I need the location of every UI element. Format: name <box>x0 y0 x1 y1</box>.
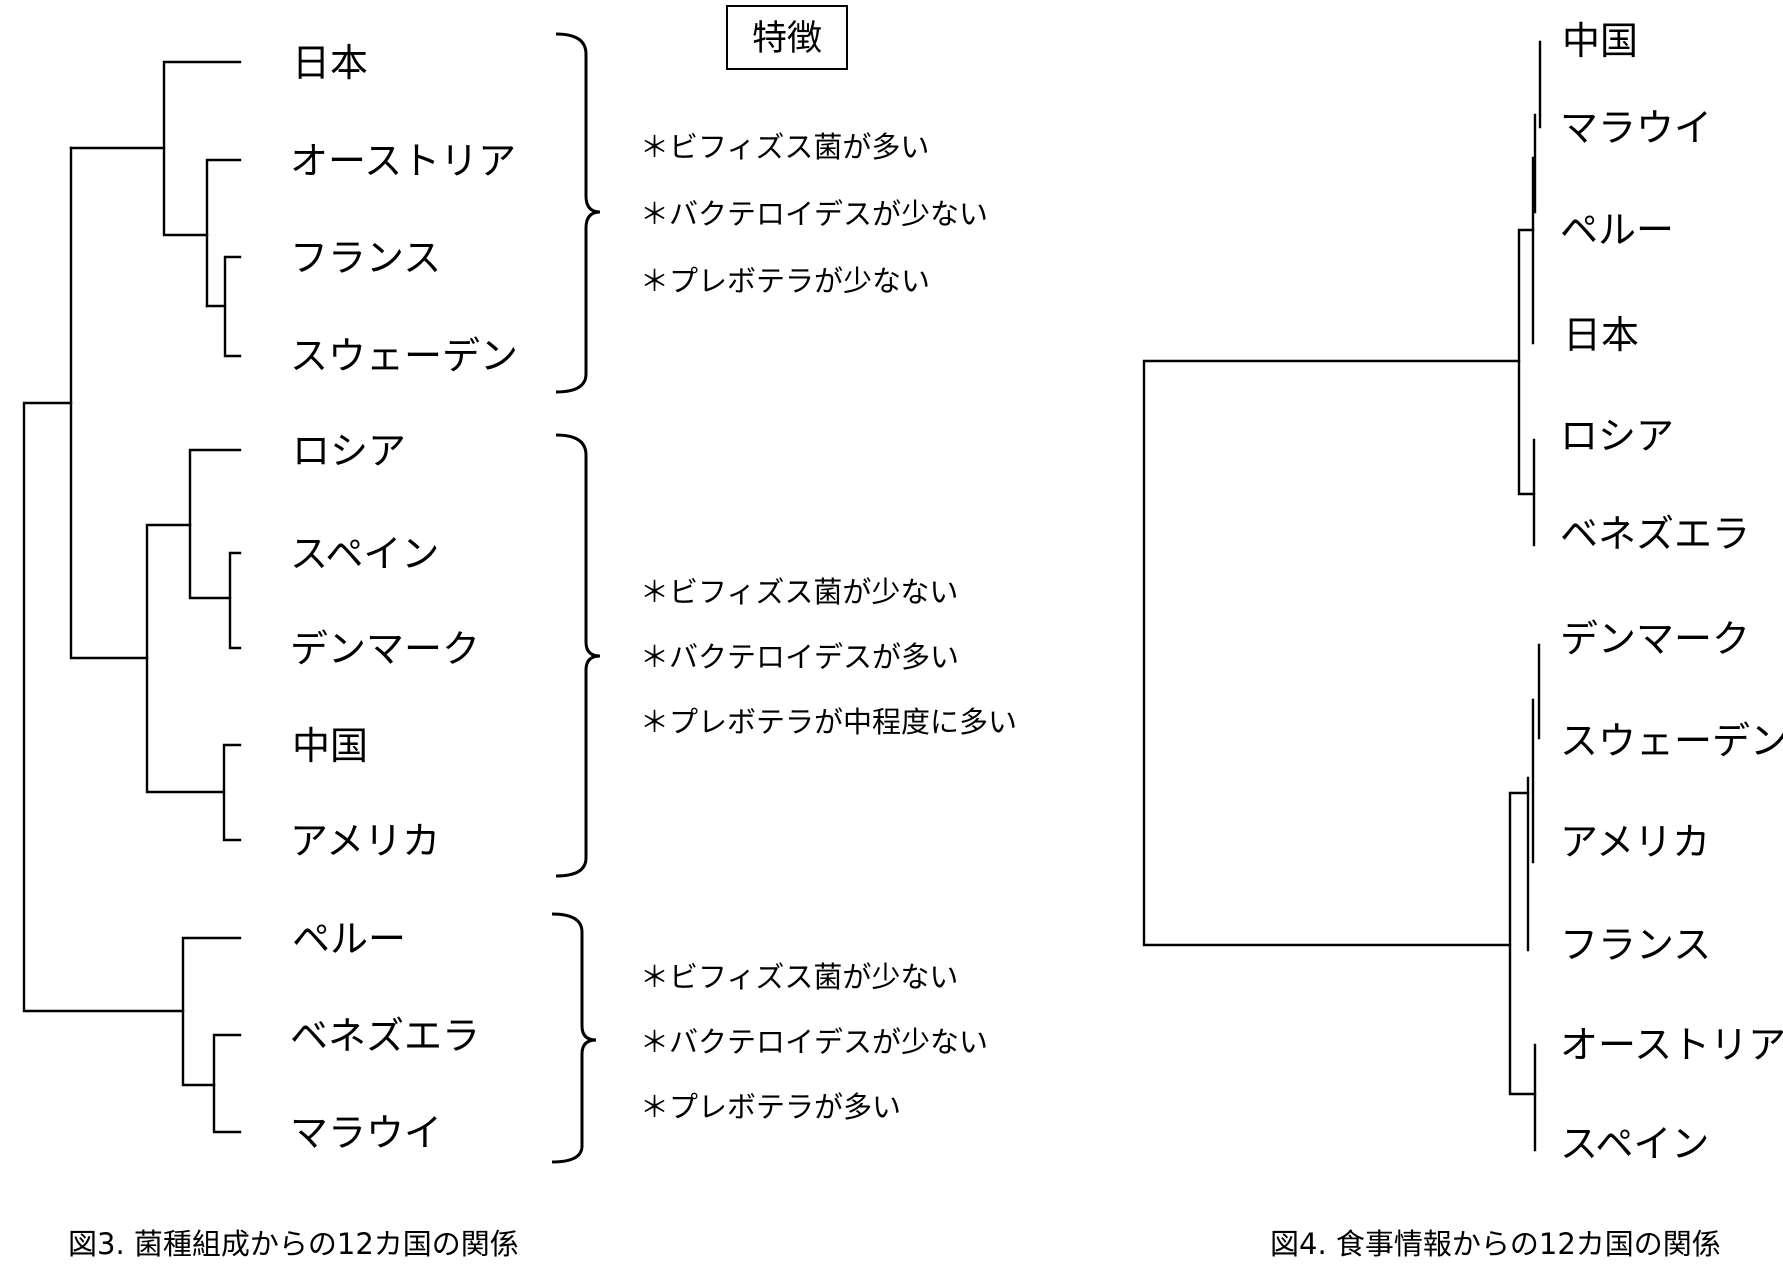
fig4-branch <box>1142 359 1521 947</box>
fig3-features: ＊ビフィズス菌が多い ＊バクテロイデスが少ない ＊プレボテラが少ない ＊ビフィズ… <box>640 130 1017 1124</box>
features-header-label: 特徴 <box>752 19 822 59</box>
features-header: 特徴 <box>726 5 848 70</box>
feature-text: ＊プレボテラが少ない <box>640 264 930 298</box>
fig4-branch <box>1508 791 1537 1096</box>
fig4-leaf: ロシア <box>1560 414 1674 458</box>
fig3-leaf: アメリカ <box>290 819 440 863</box>
fig3-branch <box>162 60 242 237</box>
fig4-leaf: ペルー <box>1560 208 1674 252</box>
fig3-leaf: デンマーク <box>290 627 480 671</box>
fig3-branch <box>22 401 185 1013</box>
fig4-leaf: アメリカ <box>1560 820 1710 864</box>
group-brace <box>555 32 601 394</box>
fig4-branch <box>1517 228 1536 496</box>
fig3-leaf-labels: 日本 オーストリア フランス スウェーデン ロシア スペイン デンマーク 中国 … <box>290 41 518 1155</box>
fig3-branch <box>222 743 242 842</box>
fig3-branch <box>145 523 226 794</box>
fig4-branch <box>1526 643 1541 952</box>
fig3-leaf: フランス <box>290 236 441 280</box>
group-brace <box>555 433 601 878</box>
fig3-leaf: オーストリア <box>290 139 516 183</box>
fig4-branches <box>1142 40 1542 1152</box>
feature-text: ＊プレボテラが多い <box>640 1090 901 1124</box>
group-brace <box>551 912 597 1164</box>
fig4-leaf: スウェーデン <box>1560 719 1783 763</box>
feature-text: ＊ビフィズス菌が少ない <box>640 575 958 609</box>
fig4-leaf: オーストリア <box>1560 1023 1783 1067</box>
fig4-leaf: フランス <box>1560 923 1711 967</box>
feature-text: ＊ビフィズス菌が少ない <box>640 960 958 994</box>
feature-text: ＊バクテロイデスが少ない <box>640 197 988 231</box>
fig4-leaf: スペイン <box>1560 1122 1709 1166</box>
fig4-leaf: 日本 <box>1563 313 1639 357</box>
fig3-branch <box>181 936 242 1087</box>
fig3-branch <box>212 1033 242 1134</box>
fig4-leaf: デンマーク <box>1560 617 1750 661</box>
fig3-leaf: スペイン <box>290 532 439 576</box>
fig3-caption: 図3. 菌種組成からの12カ国の関係 <box>68 1227 519 1261</box>
fig3-leaf: ベネズエラ <box>290 1014 480 1058</box>
fig3-branch <box>228 551 242 650</box>
fig4-caption: 図4. 食事情報からの12カ国の関係 <box>1270 1227 1721 1261</box>
fig3-braces <box>551 32 601 1164</box>
fig3-leaf: ペルー <box>292 917 406 961</box>
fig3-branch <box>69 146 149 660</box>
dendrogram-fig3: 日本 オーストリア フランス スウェーデン ロシア スペイン デンマーク 中国 … <box>22 5 1017 1261</box>
fig4-leaf-labels: 中国 マラウイ ペルー 日本 ロシア ベネズエラ デンマーク スウェーデン アメ… <box>1560 19 1783 1166</box>
fig3-branch <box>223 255 242 358</box>
feature-text: ＊バクテロイデスが少ない <box>640 1025 988 1059</box>
fig3-leaf: スウェーデン <box>290 334 518 378</box>
fig3-branches <box>22 60 242 1134</box>
fig3-leaf: ロシア <box>292 429 406 473</box>
fig4-leaf: ベネズエラ <box>1560 512 1750 556</box>
fig3-branch <box>188 448 242 600</box>
fig3-branch <box>205 158 242 308</box>
fig4-branch <box>1531 40 1542 345</box>
fig3-leaf: 中国 <box>292 724 368 768</box>
feature-text: ＊プレボテラが中程度に多い <box>640 705 1017 739</box>
fig4-leaf: 中国 <box>1562 19 1638 63</box>
fig4-leaf: マラウイ <box>1560 106 1712 150</box>
fig3-leaf: 日本 <box>292 41 368 85</box>
feature-text: ＊ビフィズス菌が多い <box>640 130 929 164</box>
feature-text: ＊バクテロイデスが多い <box>640 640 959 674</box>
fig3-leaf: マラウイ <box>290 1111 442 1155</box>
